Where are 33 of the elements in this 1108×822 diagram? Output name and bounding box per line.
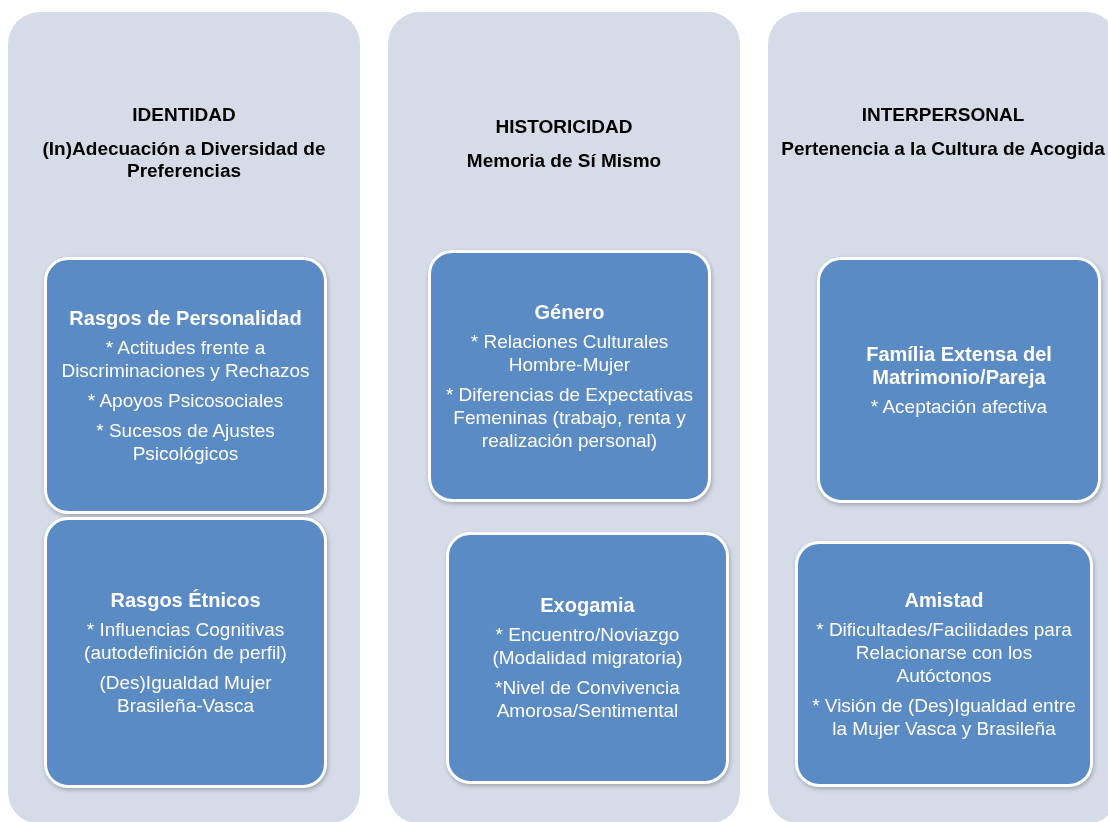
bullet-text: * Visión de (Des)Igualdad entre la Mujer Vasca y Brasileña bbox=[812, 693, 1076, 740]
category-box bbox=[44, 257, 327, 514]
column-subheading: Memoria de Sí Mismo bbox=[465, 150, 663, 172]
column-heading: HISTORICIDAD bbox=[494, 116, 634, 138]
box-title: Género bbox=[534, 300, 605, 324]
category-box bbox=[44, 517, 327, 788]
bullet-text: * Aceptación afectiva bbox=[870, 394, 1048, 418]
box-title: Família Extensa del Matrimonio/Pareja bbox=[865, 342, 1053, 389]
column-subheading: Pertenencia a la Cultura de Acogida bbox=[780, 138, 1106, 160]
category-box bbox=[795, 541, 1093, 787]
box-title: Rasgos de Personalidad bbox=[69, 306, 302, 330]
bullet-text: * Encuentro/Noviazgo (Modalidad migratoria) bbox=[491, 623, 684, 669]
box-title: Exogamia bbox=[540, 594, 635, 617]
column-panel bbox=[768, 12, 1108, 822]
category-box bbox=[428, 250, 711, 502]
column-subheading: (In)Adecuación a Diversidad de Preferencias bbox=[41, 138, 327, 182]
column-heading: INTERPERSONAL bbox=[860, 104, 1026, 126]
bullet-text: *Nivel de Convivencia Amorosa/Sentimental bbox=[494, 676, 681, 722]
bullet-text: * Apoyos Psicosociales bbox=[87, 388, 284, 412]
bullet-text: * Influencias Cognitivas (autodefinición de perfil) bbox=[83, 617, 288, 664]
bullet-text: * Dificultades/Facilidades para Relacionarse con los Autóctonos bbox=[815, 617, 1073, 687]
bullet-text: (Des)Igualdad Mujer Brasileña-Vasca bbox=[98, 670, 273, 717]
bullet-text: * Diferencias de Expectativas Femeninas (trabajo, renta y realización personal) bbox=[445, 382, 694, 452]
bullet-text: * Actitudes frente a Discriminaciones y Rechazos bbox=[61, 335, 310, 382]
column-heading: IDENTIDAD bbox=[131, 104, 237, 126]
box-title: Amistad bbox=[904, 588, 984, 612]
box-title: Rasgos Étnicos bbox=[110, 588, 261, 612]
bullet-text: * Sucesos de Ajustes Psicológicos bbox=[95, 418, 276, 465]
category-box bbox=[817, 257, 1101, 503]
category-box bbox=[446, 532, 729, 784]
column-panel bbox=[388, 12, 740, 822]
column-panel bbox=[8, 12, 360, 822]
bullet-text: * Relaciones Culturales Hombre-Mujer bbox=[469, 329, 670, 376]
